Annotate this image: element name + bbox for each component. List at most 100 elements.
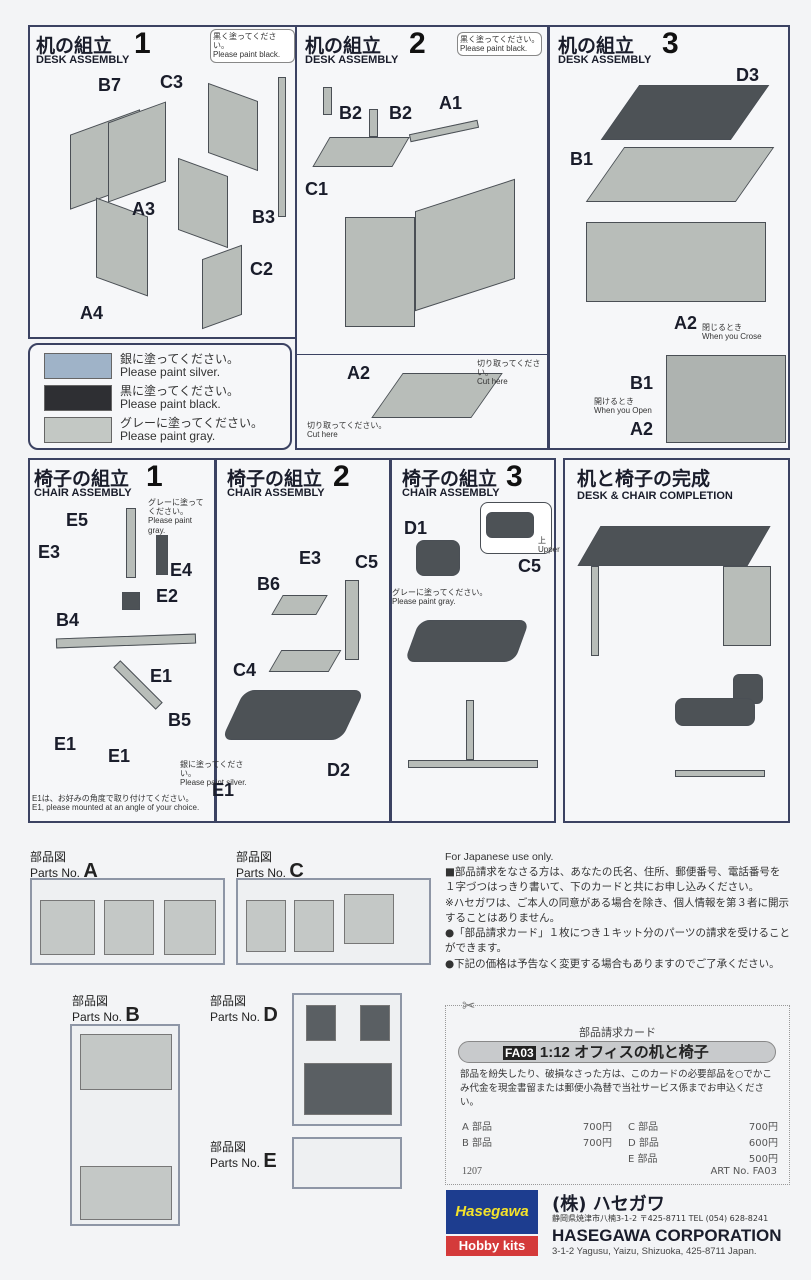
callout: C4 <box>233 660 257 680</box>
callout: A1 <box>439 93 463 113</box>
card-number: 1207 <box>462 1166 482 1177</box>
callout: B5 <box>168 710 192 730</box>
part-e4 <box>156 535 168 575</box>
callout: B6 <box>257 574 281 594</box>
column <box>466 700 474 760</box>
hobby-kits-logo: Hobby kits <box>446 1236 538 1256</box>
part-b2 <box>369 109 378 137</box>
parts-label-jp: 部品図 <box>72 994 109 1008</box>
parts-label-jp: 部品図 <box>210 1140 247 1154</box>
sprue-d <box>292 993 402 1126</box>
paint-note: 黒く塗ってください。Please paint black. <box>457 32 543 57</box>
callout: C3 <box>160 72 184 92</box>
step-number: 2 <box>409 27 426 60</box>
title-jp: 机の組立 <box>558 35 635 57</box>
order-card: 部品請求カード FA03 1:12 オフィスの机と椅子 部品を紛失したり、破損な… <box>445 1005 790 1185</box>
seat <box>404 620 530 662</box>
paint-legend: 銀に塗ってください。Please paint silver. 黒に塗ってください… <box>28 343 292 450</box>
paint-note: 黒く塗ってください。Please paint black. <box>210 29 295 63</box>
completion-panel: 机と椅子の完成 DESK & CHAIR COMPLETION <box>563 458 790 823</box>
title-jp: 椅子の組立 <box>34 468 130 490</box>
title-en: CHAIR ASSEMBLY <box>34 487 132 499</box>
parts-label-e: Parts No. E <box>210 1150 277 1172</box>
title-en: CHAIR ASSEMBLY <box>227 487 325 499</box>
column <box>126 508 136 578</box>
backrest-inset <box>486 512 534 538</box>
gray-note: グレーに塗ってください。Please paint gray. <box>392 588 488 607</box>
scissors-icon: ✂ <box>462 998 476 1015</box>
callout: C5 <box>355 552 379 572</box>
legend-black: 黒に塗ってください。Please paint black. <box>120 384 240 412</box>
parts-label-b: Parts No. B <box>72 1004 140 1026</box>
silver-note: 銀に塗ってください。Please paint silver. <box>180 760 247 788</box>
part-rail <box>278 77 286 217</box>
company-name-jp: (株) ハセガワ <box>552 1194 665 1215</box>
sprue-b <box>70 1024 180 1226</box>
angle-note: E1は、お好みの角度で取り付けてください。E1, please mounted … <box>32 794 200 813</box>
title-jp: 机の組立 <box>36 35 113 57</box>
callout: E1 <box>54 734 77 754</box>
desk-top <box>577 526 771 566</box>
part-c2 <box>202 244 242 330</box>
parts-label-jp: 部品図 <box>30 850 67 864</box>
part-b4 <box>55 633 197 649</box>
callout: B7 <box>98 75 122 95</box>
parts-label-jp: 部品図 <box>236 850 273 864</box>
title-en: DESK ASSEMBLY <box>558 54 652 66</box>
card-heading: 部品請求カード <box>579 1026 656 1039</box>
legend-gray: グレーに塗ってください。Please paint gray. <box>120 416 264 444</box>
title-en: CHAIR ASSEMBLY <box>402 487 500 499</box>
callout: A4 <box>80 303 104 323</box>
desk-body-right <box>415 178 515 312</box>
step-number: 2 <box>333 460 350 493</box>
callout: C5 <box>518 556 542 576</box>
detail-inset <box>666 355 786 443</box>
callout: A2 <box>630 419 654 439</box>
callout: B1 <box>570 149 594 169</box>
part-a3 <box>178 157 228 249</box>
parts-label-c: Parts No. C <box>236 860 304 882</box>
card-title-bar: FA03 1:12 オフィスの机と椅子 <box>458 1041 776 1063</box>
cut-note: 切り取ってください。Cut here <box>477 359 541 387</box>
base <box>408 760 538 768</box>
callout: D3 <box>736 65 760 85</box>
title-jp: 机の組立 <box>305 35 382 57</box>
chair-base <box>675 770 765 777</box>
part-c4 <box>268 650 342 672</box>
callout: B1 <box>630 373 654 393</box>
legend-silver: 銀に塗ってください。Please paint silver. <box>120 352 240 380</box>
company-name-en: HASEGAWA CORPORATION <box>552 1226 782 1245</box>
callout: C2 <box>250 259 274 279</box>
callout: E1 <box>108 746 131 766</box>
hasegawa-logo: Hasegawa <box>446 1190 538 1234</box>
callout: D1 <box>404 518 428 538</box>
title-en: DESK & CHAIR COMPLETION <box>577 490 733 502</box>
art-number: ART No. FA03 <box>710 1166 777 1177</box>
sprue-a <box>30 878 225 965</box>
company-address-en: 3-1-2 Yagusu, Yaizu, Shizuoka, 425-8711 … <box>552 1246 757 1257</box>
part-e2 <box>122 592 140 610</box>
step-number: 3 <box>662 27 679 60</box>
callout: A2 <box>347 363 371 383</box>
gray-note: グレーに塗って ください。Please paint gray. <box>148 498 204 535</box>
callout: E4 <box>170 560 193 580</box>
chair-assembly-1-panel: 椅子の組立 CHAIR ASSEMBLY 1 E5 E3 グレーに塗って くださ… <box>28 458 247 823</box>
step-number: 1 <box>134 27 151 60</box>
callout: E3 <box>299 548 322 568</box>
desk-leg <box>591 566 599 656</box>
callout: E5 <box>66 510 89 530</box>
parts-label-d: Parts No. D <box>210 1004 278 1026</box>
callout: B3 <box>252 207 276 227</box>
parts-label-jp: 部品図 <box>210 994 247 1008</box>
sprue-c <box>236 878 431 965</box>
step-number: 1 <box>146 460 163 493</box>
part-b1 <box>585 147 775 202</box>
desk-body <box>586 222 766 302</box>
cut-panel: A2 切り取ってください。Cut here 切り取ってください。Cut here <box>295 355 549 450</box>
